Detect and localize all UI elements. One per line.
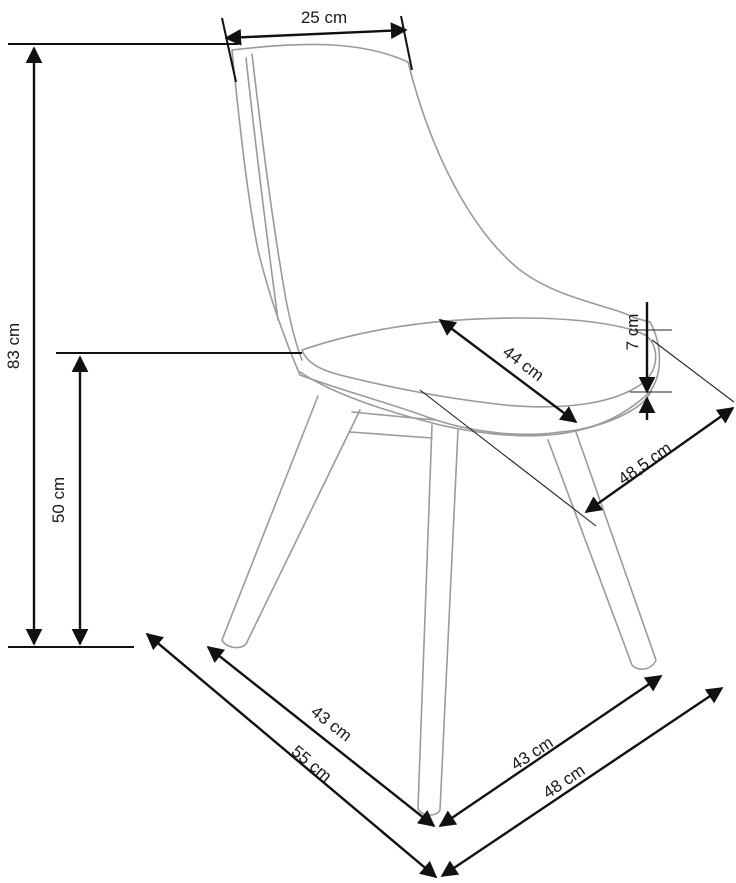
dim-seat-height: 50 cm xyxy=(49,352,302,646)
dim-total-depth: 55 cm xyxy=(145,632,438,879)
label-leg-span-front: 43 cm xyxy=(507,733,556,774)
dim-seat-depth: 44 cm xyxy=(438,318,578,424)
label-seat-height: 50 cm xyxy=(49,477,68,523)
label-seat-thickness: 7 cm xyxy=(623,314,642,351)
chair-back-inner xyxy=(251,53,303,361)
dim-total-width: 48 cm xyxy=(440,687,724,877)
chair-back-inner-edge xyxy=(245,57,279,321)
label-backrest-width: 25 cm xyxy=(301,8,347,27)
chair-back-shell xyxy=(231,43,661,436)
chair-outline xyxy=(221,43,661,816)
label-seat-width: 48,5 cm xyxy=(615,438,675,488)
dim-leg-span-side: 43 cm xyxy=(206,645,436,828)
label-leg-span-side: 43 cm xyxy=(307,702,355,745)
label-total-depth: 55 cm xyxy=(288,742,336,786)
chair-stretcher xyxy=(349,411,436,439)
chair-leg-front-right xyxy=(547,431,657,670)
label-total-height: 83 cm xyxy=(4,323,23,369)
dim-seat-thickness: 7 cm xyxy=(623,302,672,420)
chair-leg-back-left xyxy=(221,395,361,649)
dim-backrest-width: 25 cm xyxy=(221,8,413,83)
dim-total-height: 83 cm xyxy=(4,43,238,648)
label-seat-depth: 44 cm xyxy=(499,342,547,385)
chair-leg-front-left xyxy=(417,424,459,816)
